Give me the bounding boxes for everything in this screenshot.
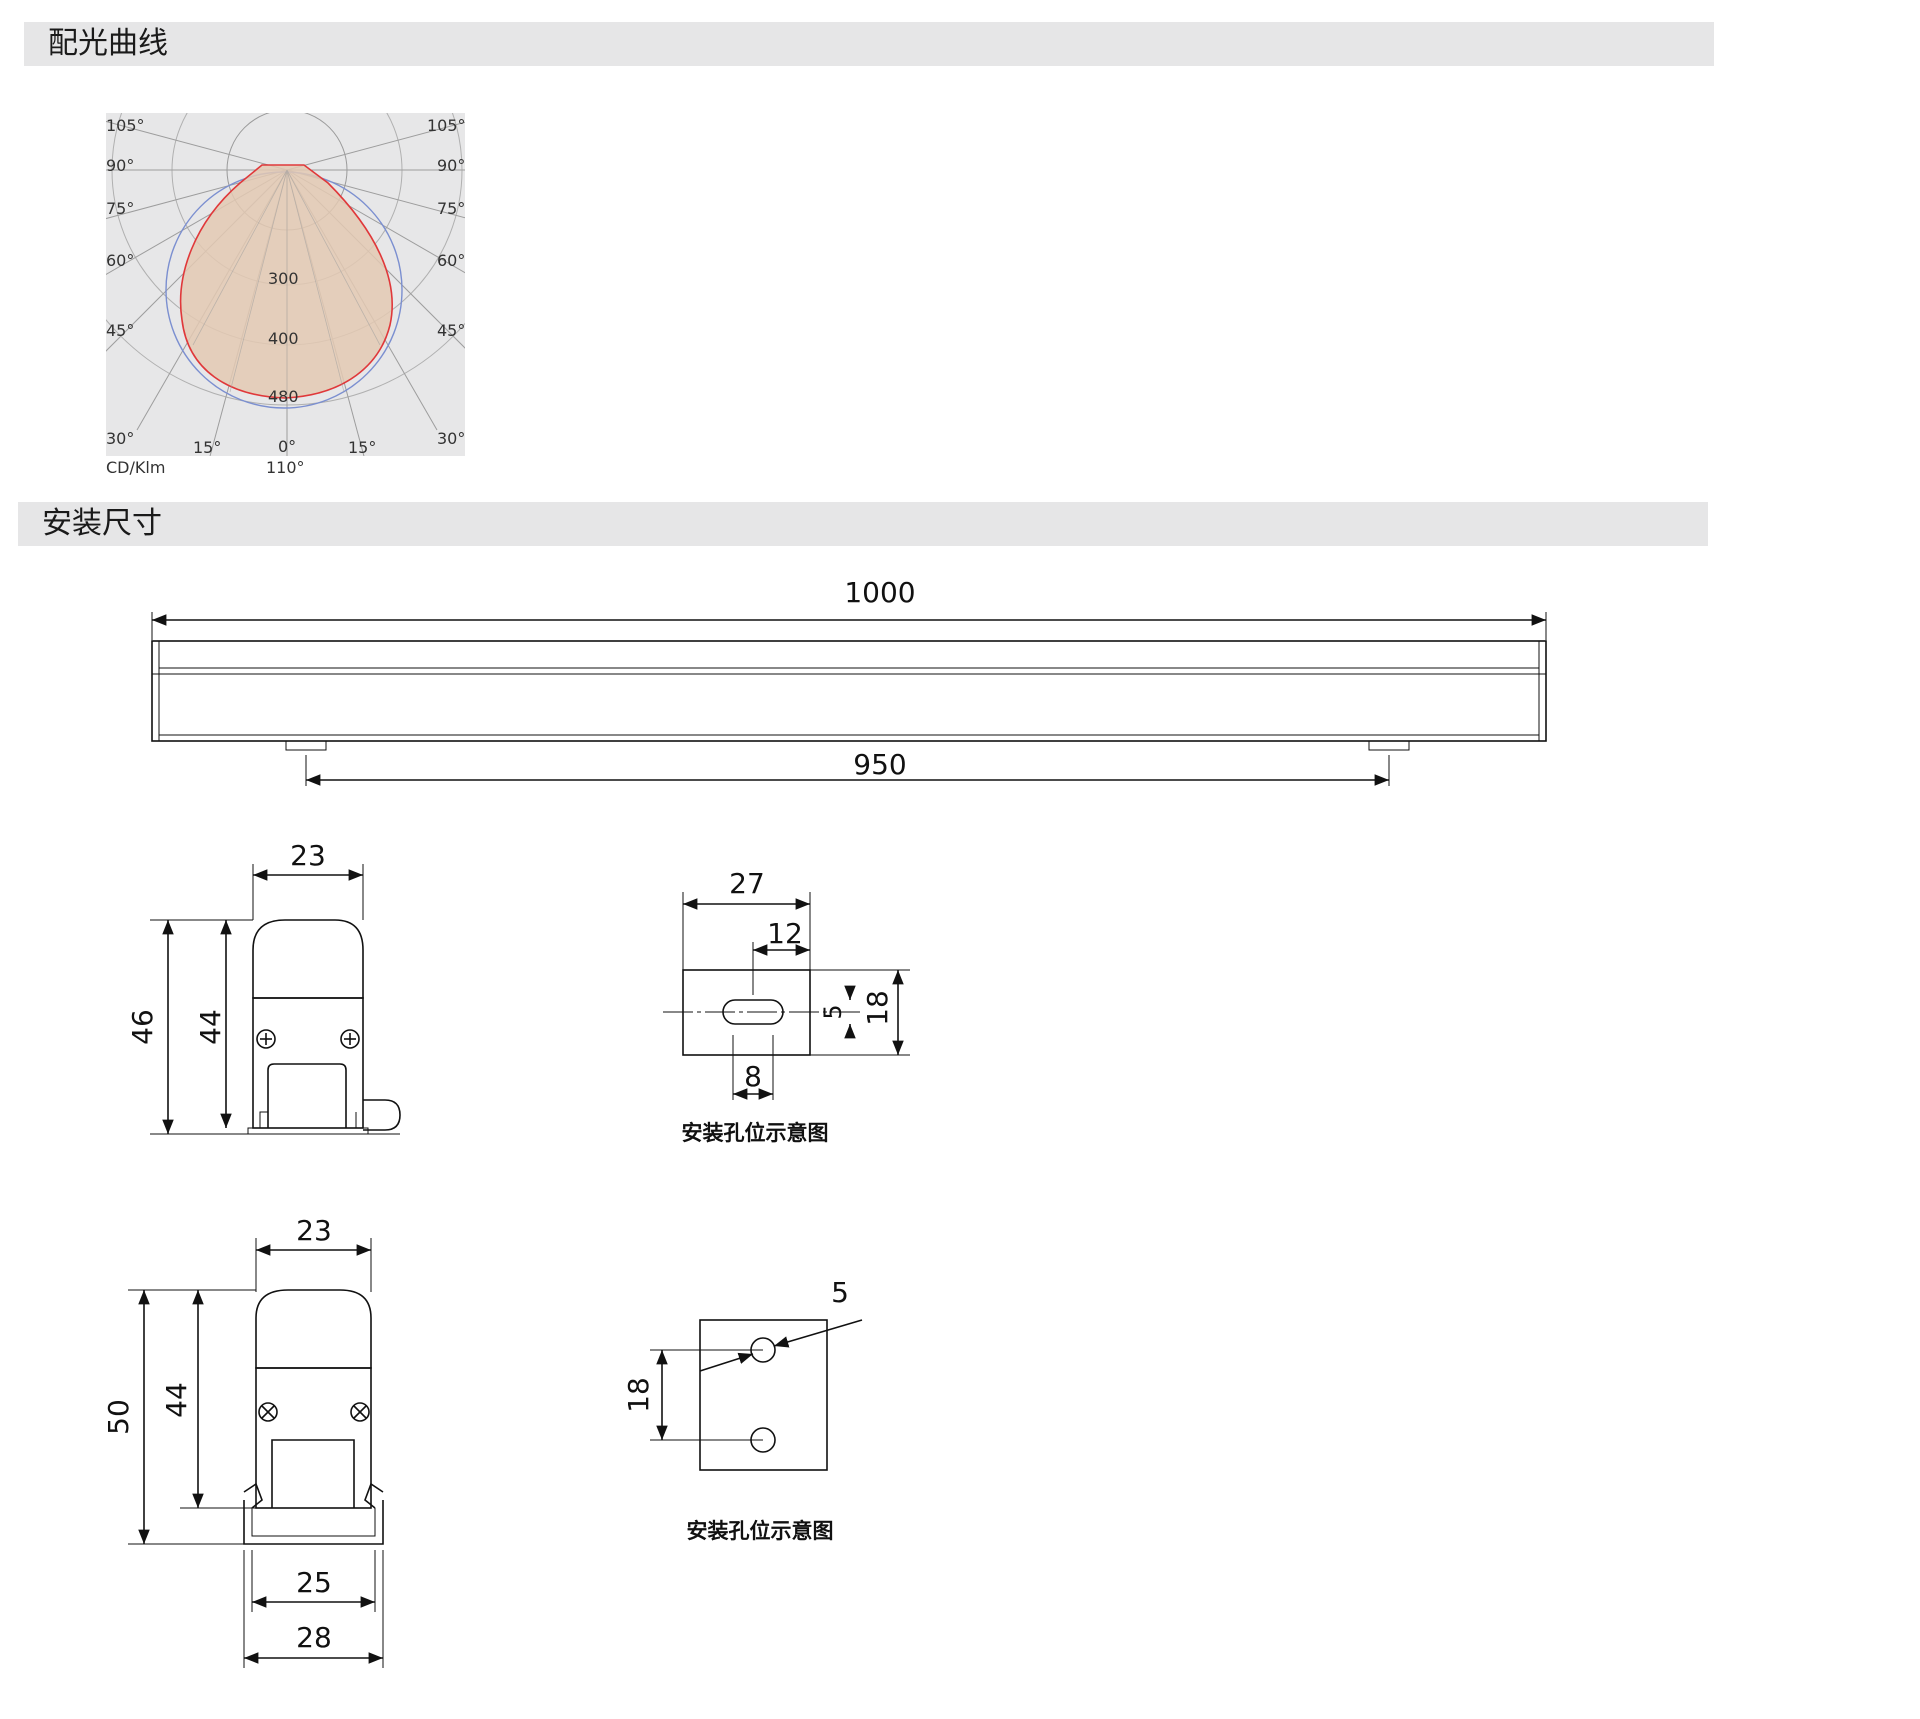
profile2-body-height-label: 44 — [160, 1382, 193, 1418]
screw-icon — [258, 1402, 278, 1422]
section-title: 配光曲线 — [48, 26, 168, 61]
bracket-1: 27 12 18 5 8 安装孔位示意图 — [663, 867, 910, 1145]
angle-label: 75° — [437, 199, 465, 218]
angle-label: 15° — [193, 438, 221, 457]
section-header-light-distribution: 配光曲线 — [24, 22, 1714, 66]
fixture-body — [151, 640, 1547, 742]
profile1-width-label: 23 — [290, 839, 326, 872]
unit-label: CD/Klm — [106, 458, 165, 477]
angle-label: 45° — [106, 321, 134, 340]
bracket1-width-label: 27 — [729, 867, 765, 900]
section-title: 安装尺寸 — [42, 506, 162, 541]
profile2-clips — [243, 1482, 384, 1509]
angle-label: 60° — [437, 251, 465, 270]
distribution-curve — [179, 164, 393, 399]
angle-label: 30° — [437, 429, 465, 448]
profile1-body-height-label: 44 — [194, 1009, 227, 1045]
profile1-lens — [252, 919, 364, 999]
polar-grid — [106, 113, 465, 456]
angle-label: 60° — [106, 251, 134, 270]
beam-angle-label: 110° — [266, 458, 305, 477]
bracket2-plate — [699, 1319, 828, 1471]
bracket1-height-label: 18 — [861, 990, 894, 1026]
screw-icon — [340, 1029, 360, 1049]
angle-label: 90° — [106, 156, 134, 175]
mounting-clip — [1368, 740, 1410, 751]
bracket1-slot-height-label: 5 — [819, 1004, 847, 1019]
profile2-width-label: 23 — [296, 1214, 332, 1247]
angle-label: 90° — [437, 156, 465, 175]
angle-label: 30° — [106, 429, 134, 448]
bracket2-spacing-label: 18 — [622, 1377, 655, 1413]
screw-icon — [256, 1029, 276, 1049]
channel-outer-width-label: 28 — [296, 1621, 332, 1654]
profile1-total-height-label: 46 — [126, 1009, 159, 1045]
radial-label: 300 — [268, 269, 299, 288]
angle-label: 105° — [106, 116, 145, 135]
screw-icon — [350, 1402, 370, 1422]
bracket2-caption: 安装孔位示意图 — [687, 1519, 834, 1543]
mounting-channel — [243, 1500, 384, 1545]
spacing-label: 950 — [853, 748, 906, 781]
bracket2-hole-diameter-label: 5 — [831, 1276, 849, 1309]
section-header-installation: 安装尺寸 — [18, 502, 1708, 546]
center-angle-label: 0° — [278, 437, 296, 456]
profile-section-1: 23 46 44 — [126, 839, 401, 1135]
profile-section-2: 23 50 44 25 28 — [102, 1214, 384, 1668]
radial-label: 400 — [268, 329, 299, 348]
mounting-clip — [285, 740, 327, 751]
profile2-body — [255, 1367, 372, 1509]
profile2-total-height-label: 50 — [102, 1399, 135, 1435]
bracket1-slot-width-label: 8 — [744, 1060, 762, 1093]
end-cap — [363, 1099, 401, 1131]
bracket1-caption: 安装孔位示意图 — [682, 1121, 829, 1145]
fixture-side-view: 1000 950 — [151, 576, 1547, 786]
channel-inner-width-label: 25 — [296, 1566, 332, 1599]
polar-chart: 105° 90° 75° 60° 45° 30° 15° 105° 90° 75… — [106, 113, 466, 477]
bracket1-offset-label: 12 — [767, 917, 803, 950]
length-label: 1000 — [844, 576, 915, 609]
angle-label: 105° — [427, 116, 466, 135]
bracket-2: 18 5 安装孔位示意图 — [622, 1276, 863, 1543]
angle-label: 75° — [106, 199, 134, 218]
angle-label: 45° — [437, 321, 465, 340]
profile2-lens — [255, 1289, 372, 1369]
radial-label: 480 — [268, 387, 299, 406]
angle-label: 15° — [348, 438, 376, 457]
